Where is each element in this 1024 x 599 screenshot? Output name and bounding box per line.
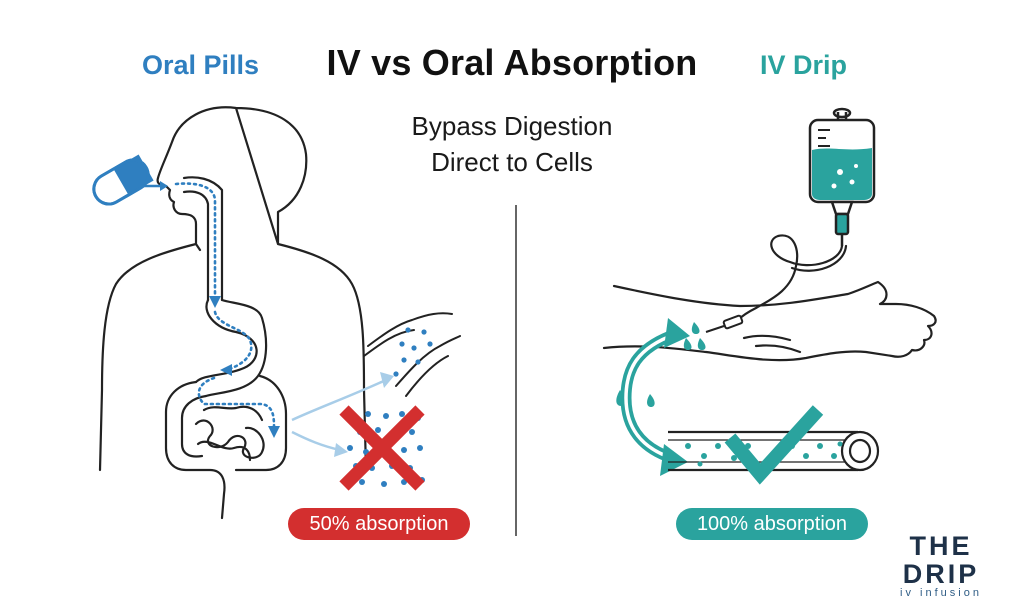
digestion-path (174, 182, 276, 428)
path-arrow-2 (220, 364, 232, 376)
diagram-illustration (92, 106, 937, 536)
center-caption: Bypass Digestion Direct to Cells (0, 108, 1024, 180)
caption-line-2: Direct to Cells (431, 147, 593, 177)
oral-pills-heading: Oral Pills (142, 50, 260, 80)
path-arrow-3 (268, 426, 280, 438)
oral-absorption-badge: 50% absorption (288, 508, 470, 540)
brand-tagline: iv infusion (900, 587, 982, 599)
page-title: IV vs Oral Absorption (326, 42, 698, 83)
iv-absorption-badge: 100% absorption (676, 508, 868, 540)
brand-logo: THE DRIP iv infusion (868, 532, 1014, 599)
iv-needle (705, 314, 744, 333)
delivery-arrow (620, 318, 690, 476)
iv-tube (736, 234, 848, 322)
brand-name: THE DRIP (902, 531, 980, 589)
absorption-arrow-head-2 (334, 443, 348, 457)
path-arrow-1 (209, 296, 221, 308)
vessel-dots-left (393, 327, 433, 377)
caption-line-1: Bypass Digestion (411, 111, 613, 141)
red-x-icon (339, 405, 425, 491)
iv-bag-icon (808, 107, 876, 246)
arm-icon (602, 280, 937, 362)
iv-drip-heading: IV Drip (760, 50, 848, 80)
pill-arrow-head (160, 181, 168, 191)
human-body-silhouette (98, 106, 368, 472)
digestive-tract-icon (164, 176, 288, 520)
absorption-arrow-head-1 (380, 372, 394, 388)
check-icon (724, 405, 824, 485)
